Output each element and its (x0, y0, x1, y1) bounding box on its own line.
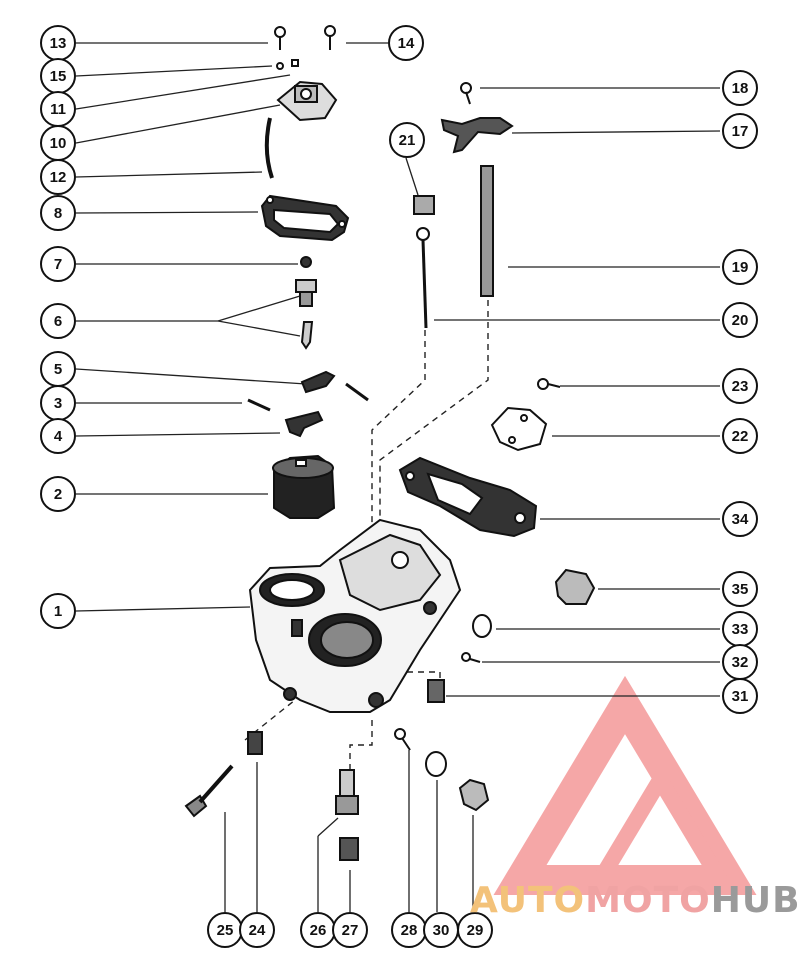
callout-29: 29 (457, 912, 493, 948)
svg-text:6: 6 (54, 313, 62, 330)
watermark-hub: HUB (710, 880, 800, 921)
callout-21: 21 (389, 122, 425, 158)
callout-11: 11 (40, 91, 76, 127)
svg-text:34: 34 (732, 511, 749, 528)
svg-text:3: 3 (54, 395, 62, 412)
svg-text:27: 27 (342, 922, 359, 939)
svg-text:23: 23 (732, 378, 749, 395)
callout-31: 31 (722, 678, 758, 714)
gasket-8 (260, 194, 350, 242)
screw-13 (274, 26, 286, 50)
callout-7: 7 (40, 246, 76, 282)
callout-33: 33 (722, 611, 758, 647)
callout-8: 8 (40, 195, 76, 231)
svg-text:13: 13 (50, 35, 67, 52)
svg-text:12: 12 (50, 169, 67, 186)
callout-27: 27 (332, 912, 368, 948)
callout-6: 6 (40, 303, 76, 339)
svg-text:22: 22 (732, 428, 749, 445)
flange-gasket (398, 456, 538, 538)
svg-text:17: 17 (732, 123, 749, 140)
svg-text:35: 35 (732, 581, 749, 598)
svg-text:14: 14 (398, 35, 415, 52)
svg-text:20: 20 (732, 312, 749, 329)
callout-34: 34 (722, 501, 758, 537)
callout-12: 12 (40, 159, 76, 195)
callout-3: 3 (40, 385, 76, 421)
svg-text:5: 5 (54, 361, 62, 378)
callout-5: 5 (40, 351, 76, 387)
callouts-bottom: 25 24 26 27 28 30 29 (207, 912, 493, 948)
callout-30: 30 (423, 912, 459, 948)
svg-text:32: 32 (732, 654, 749, 671)
svg-text:1: 1 (54, 603, 62, 620)
callout-2: 2 (40, 476, 76, 512)
callout-10: 10 (40, 125, 76, 161)
callout-17: 17 (722, 113, 758, 149)
float (272, 454, 336, 519)
callouts-right: 14 18 17 21 19 20 23 22 34 35 33 32 31 (388, 25, 758, 714)
svg-text:26: 26 (310, 922, 327, 939)
carburetor-body (248, 518, 462, 713)
svg-text:25: 25 (217, 922, 234, 939)
svg-text:24: 24 (249, 922, 266, 939)
callout-18: 18 (722, 70, 758, 106)
watermark-logo (493, 675, 757, 895)
watermark-text: AUTOMOTOHUB (470, 880, 800, 921)
callouts-left: 13 15 11 10 12 8 7 6 5 3 4 2 1 (40, 25, 76, 629)
watermark-auto: AUTO (470, 880, 586, 921)
screw-14 (324, 25, 336, 50)
callout-28: 28 (391, 912, 427, 948)
callout-22: 22 (722, 418, 758, 454)
callout-23: 23 (722, 368, 758, 404)
svg-text:8: 8 (54, 205, 62, 222)
callout-13: 13 (40, 25, 76, 61)
svg-text:7: 7 (54, 256, 62, 273)
svg-text:18: 18 (732, 80, 749, 97)
svg-text:21: 21 (399, 132, 416, 149)
svg-text:15: 15 (50, 68, 67, 85)
svg-text:31: 31 (732, 688, 749, 705)
svg-text:29: 29 (467, 922, 484, 939)
svg-text:19: 19 (732, 259, 749, 276)
callout-25: 25 (207, 912, 243, 948)
svg-text:28: 28 (401, 922, 418, 939)
callout-4: 4 (40, 418, 76, 454)
svg-text:11: 11 (50, 101, 66, 118)
callout-14: 14 (388, 25, 424, 61)
svg-text:30: 30 (433, 922, 450, 939)
svg-text:2: 2 (54, 486, 62, 503)
callout-19: 19 (722, 249, 758, 285)
float-bowl-cover (276, 80, 338, 122)
callout-26: 26 (300, 912, 336, 948)
svg-text:10: 10 (50, 135, 67, 152)
watermark-moto: MOTO (585, 880, 711, 921)
callout-24: 24 (239, 912, 275, 948)
callout-15: 15 (40, 58, 76, 94)
needle-valve (295, 279, 317, 350)
svg-text:33: 33 (732, 621, 749, 638)
callout-1: 1 (40, 593, 76, 629)
svg-text:4: 4 (54, 428, 63, 445)
parts (184, 25, 596, 861)
callout-20: 20 (722, 302, 758, 338)
callout-35: 35 (722, 571, 758, 607)
leader-lines (75, 42, 721, 912)
callout-32: 32 (722, 644, 758, 680)
